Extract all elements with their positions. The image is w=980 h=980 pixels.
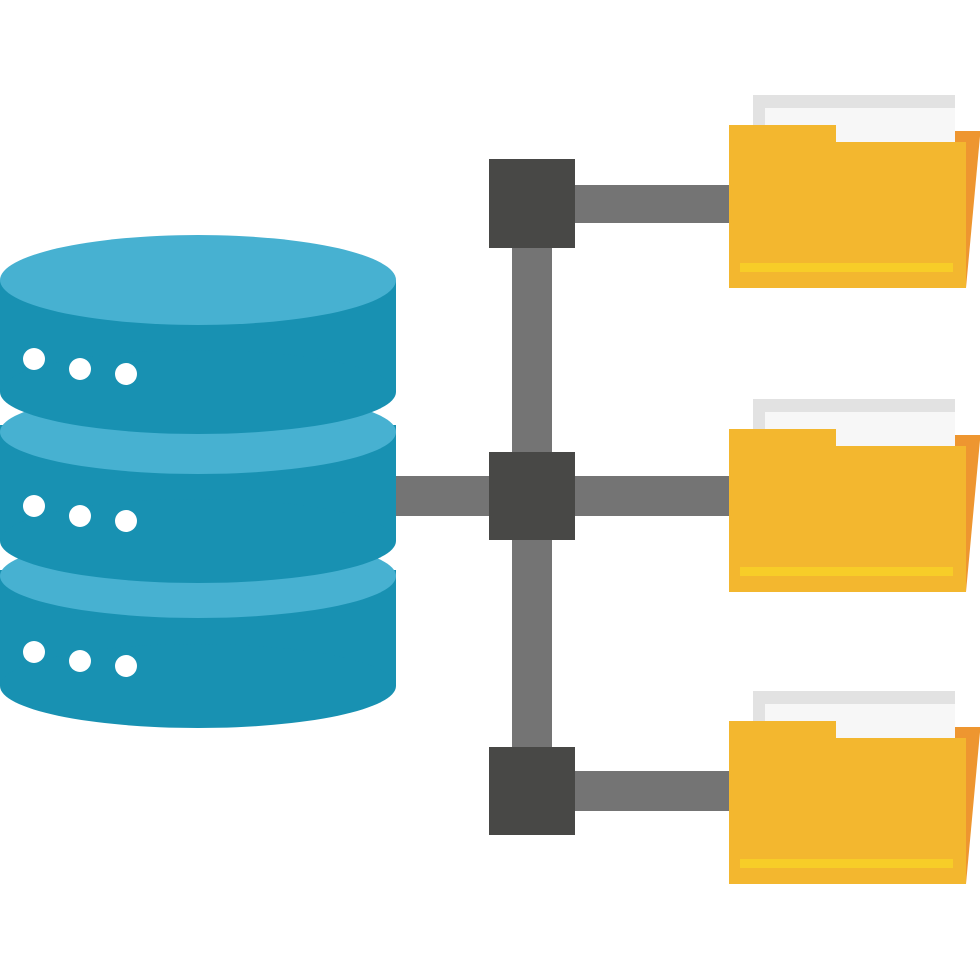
status-dot bbox=[23, 641, 45, 663]
connector-node-icon bbox=[489, 747, 575, 835]
folder-icon bbox=[729, 691, 980, 884]
connector-node-icon bbox=[489, 159, 575, 248]
connector-lines bbox=[393, 185, 734, 811]
folder-front bbox=[729, 429, 966, 592]
folder-stripe bbox=[740, 263, 953, 272]
status-dot bbox=[69, 650, 91, 672]
status-dot bbox=[23, 348, 45, 370]
status-dot bbox=[115, 510, 137, 532]
folder-front bbox=[729, 721, 966, 884]
connector-line-folder-middle bbox=[572, 476, 734, 516]
status-dot bbox=[69, 358, 91, 380]
database-disk-top bbox=[0, 235, 396, 434]
status-dot bbox=[23, 495, 45, 517]
connector-nodes bbox=[489, 159, 575, 835]
folder-stripe bbox=[740, 567, 953, 576]
folder-icon bbox=[729, 95, 980, 288]
status-dot bbox=[115, 363, 137, 385]
database-icon bbox=[0, 235, 396, 728]
connector-line-folder-bottom bbox=[572, 771, 734, 811]
connector-line-folder-top bbox=[572, 185, 734, 223]
folder-front bbox=[729, 125, 966, 288]
connector-node-icon bbox=[489, 452, 575, 540]
connector-line-database bbox=[393, 476, 493, 516]
folder-icon bbox=[729, 399, 980, 592]
status-dot bbox=[115, 655, 137, 677]
folder-stripe bbox=[740, 859, 953, 868]
status-dot bbox=[69, 505, 91, 527]
